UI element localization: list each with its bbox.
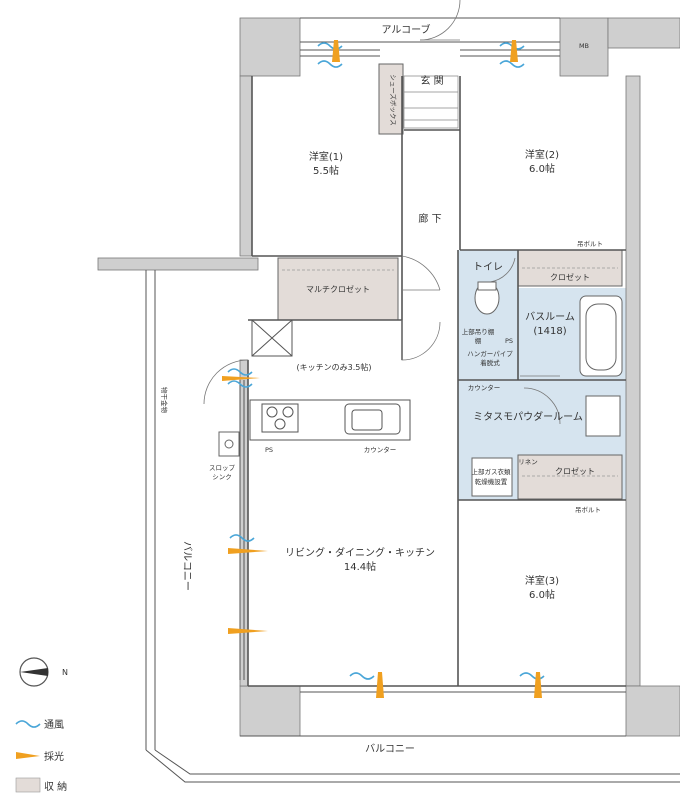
label-hallway: 廊 下: [418, 212, 441, 225]
legend: N 通風 採光 収 納: [15, 657, 68, 793]
legend-ventilation: 通風: [44, 719, 64, 731]
label-ldk-size: 14.4帖: [344, 560, 376, 573]
label-closet-upper: クロゼット: [550, 272, 590, 282]
balcony-outline: [145, 17, 680, 783]
label-ps-upper: PS: [505, 337, 513, 345]
label-counter-left: カウンター: [364, 445, 397, 454]
label-bath-size: (1418): [533, 326, 566, 337]
compass-label: N: [62, 668, 68, 677]
label-dryer-2: 乾燥機設置: [475, 477, 508, 486]
label-balcony-side: バルコニー: [181, 541, 193, 591]
label-slop-2: シンク: [212, 473, 232, 481]
label-hanger-pipe-2: 着脱式: [480, 358, 500, 367]
compass: N: [19, 657, 68, 687]
label-shoe-box: シューズボックス: [389, 74, 398, 125]
label-drying-rack: 物干金物: [160, 387, 169, 414]
daylight-legend-icon: [16, 752, 40, 759]
daylight-markers: [222, 40, 542, 698]
label-ldk-name: リビング・ダイニング・キッチン: [285, 546, 435, 559]
label-bath-name: バスルーム: [525, 311, 575, 323]
ventilation-legend-icon: [15, 720, 41, 728]
fixtures: [218, 281, 623, 497]
label-hanging-bolt-lower: 吊ボルト: [575, 506, 601, 514]
storage-legend-icon: [15, 777, 41, 793]
label-balcony-bottom: バルコニー: [365, 743, 415, 755]
label-western2-name: 洋室(2): [525, 148, 559, 161]
label-linen: リネン: [518, 458, 538, 466]
label-hanger-pipe-1: ハンガーパイプ: [467, 349, 513, 358]
label-mb: MB: [579, 42, 589, 50]
storage-areas: [277, 63, 623, 500]
label-western3-size: 6.0帖: [529, 588, 555, 601]
doors: [203, 0, 561, 425]
label-western2-size: 6.0帖: [529, 162, 555, 175]
label-slop-1: スロップ: [209, 464, 236, 472]
label-alcove: アルコーブ: [381, 23, 430, 36]
label-entrance: 玄 関: [420, 74, 443, 87]
label-toilet-shelf-1: 上部吊り棚: [462, 327, 495, 336]
entrance-steps: [403, 75, 459, 129]
kitchen: [249, 319, 411, 441]
label-hanging-bolt-upper: 吊ボルト: [577, 240, 603, 248]
label-ps-lower: PS: [265, 446, 273, 454]
label-counter-mid: カウンター: [468, 383, 501, 392]
label-western3-name: 洋室(3): [525, 574, 559, 587]
room-labels: アルコーブ MB 玄 関 シューズボックス 洋室(1) 5.5帖 洋室(2) 6…: [160, 23, 603, 755]
label-western1-name: 洋室(1): [309, 150, 343, 163]
label-toilet: トイレ: [473, 262, 503, 273]
label-powder: ミタスモパウダールーム: [473, 410, 583, 423]
legend-storage: 収 納: [44, 780, 67, 793]
label-closet-lower: クロゼット: [555, 466, 595, 476]
label-western1-size: 5.5帖: [313, 164, 339, 177]
hanging-bolts: [282, 267, 618, 477]
label-kitchen-only: (キッチンのみ3.5帖): [297, 362, 372, 372]
legend-daylight: 採光: [44, 750, 64, 763]
label-multi-closet: マルチクロゼット: [306, 284, 370, 294]
label-toilet-shelf-2: 棚: [475, 336, 482, 345]
label-dryer-1: 上部ガス衣類: [472, 467, 512, 476]
